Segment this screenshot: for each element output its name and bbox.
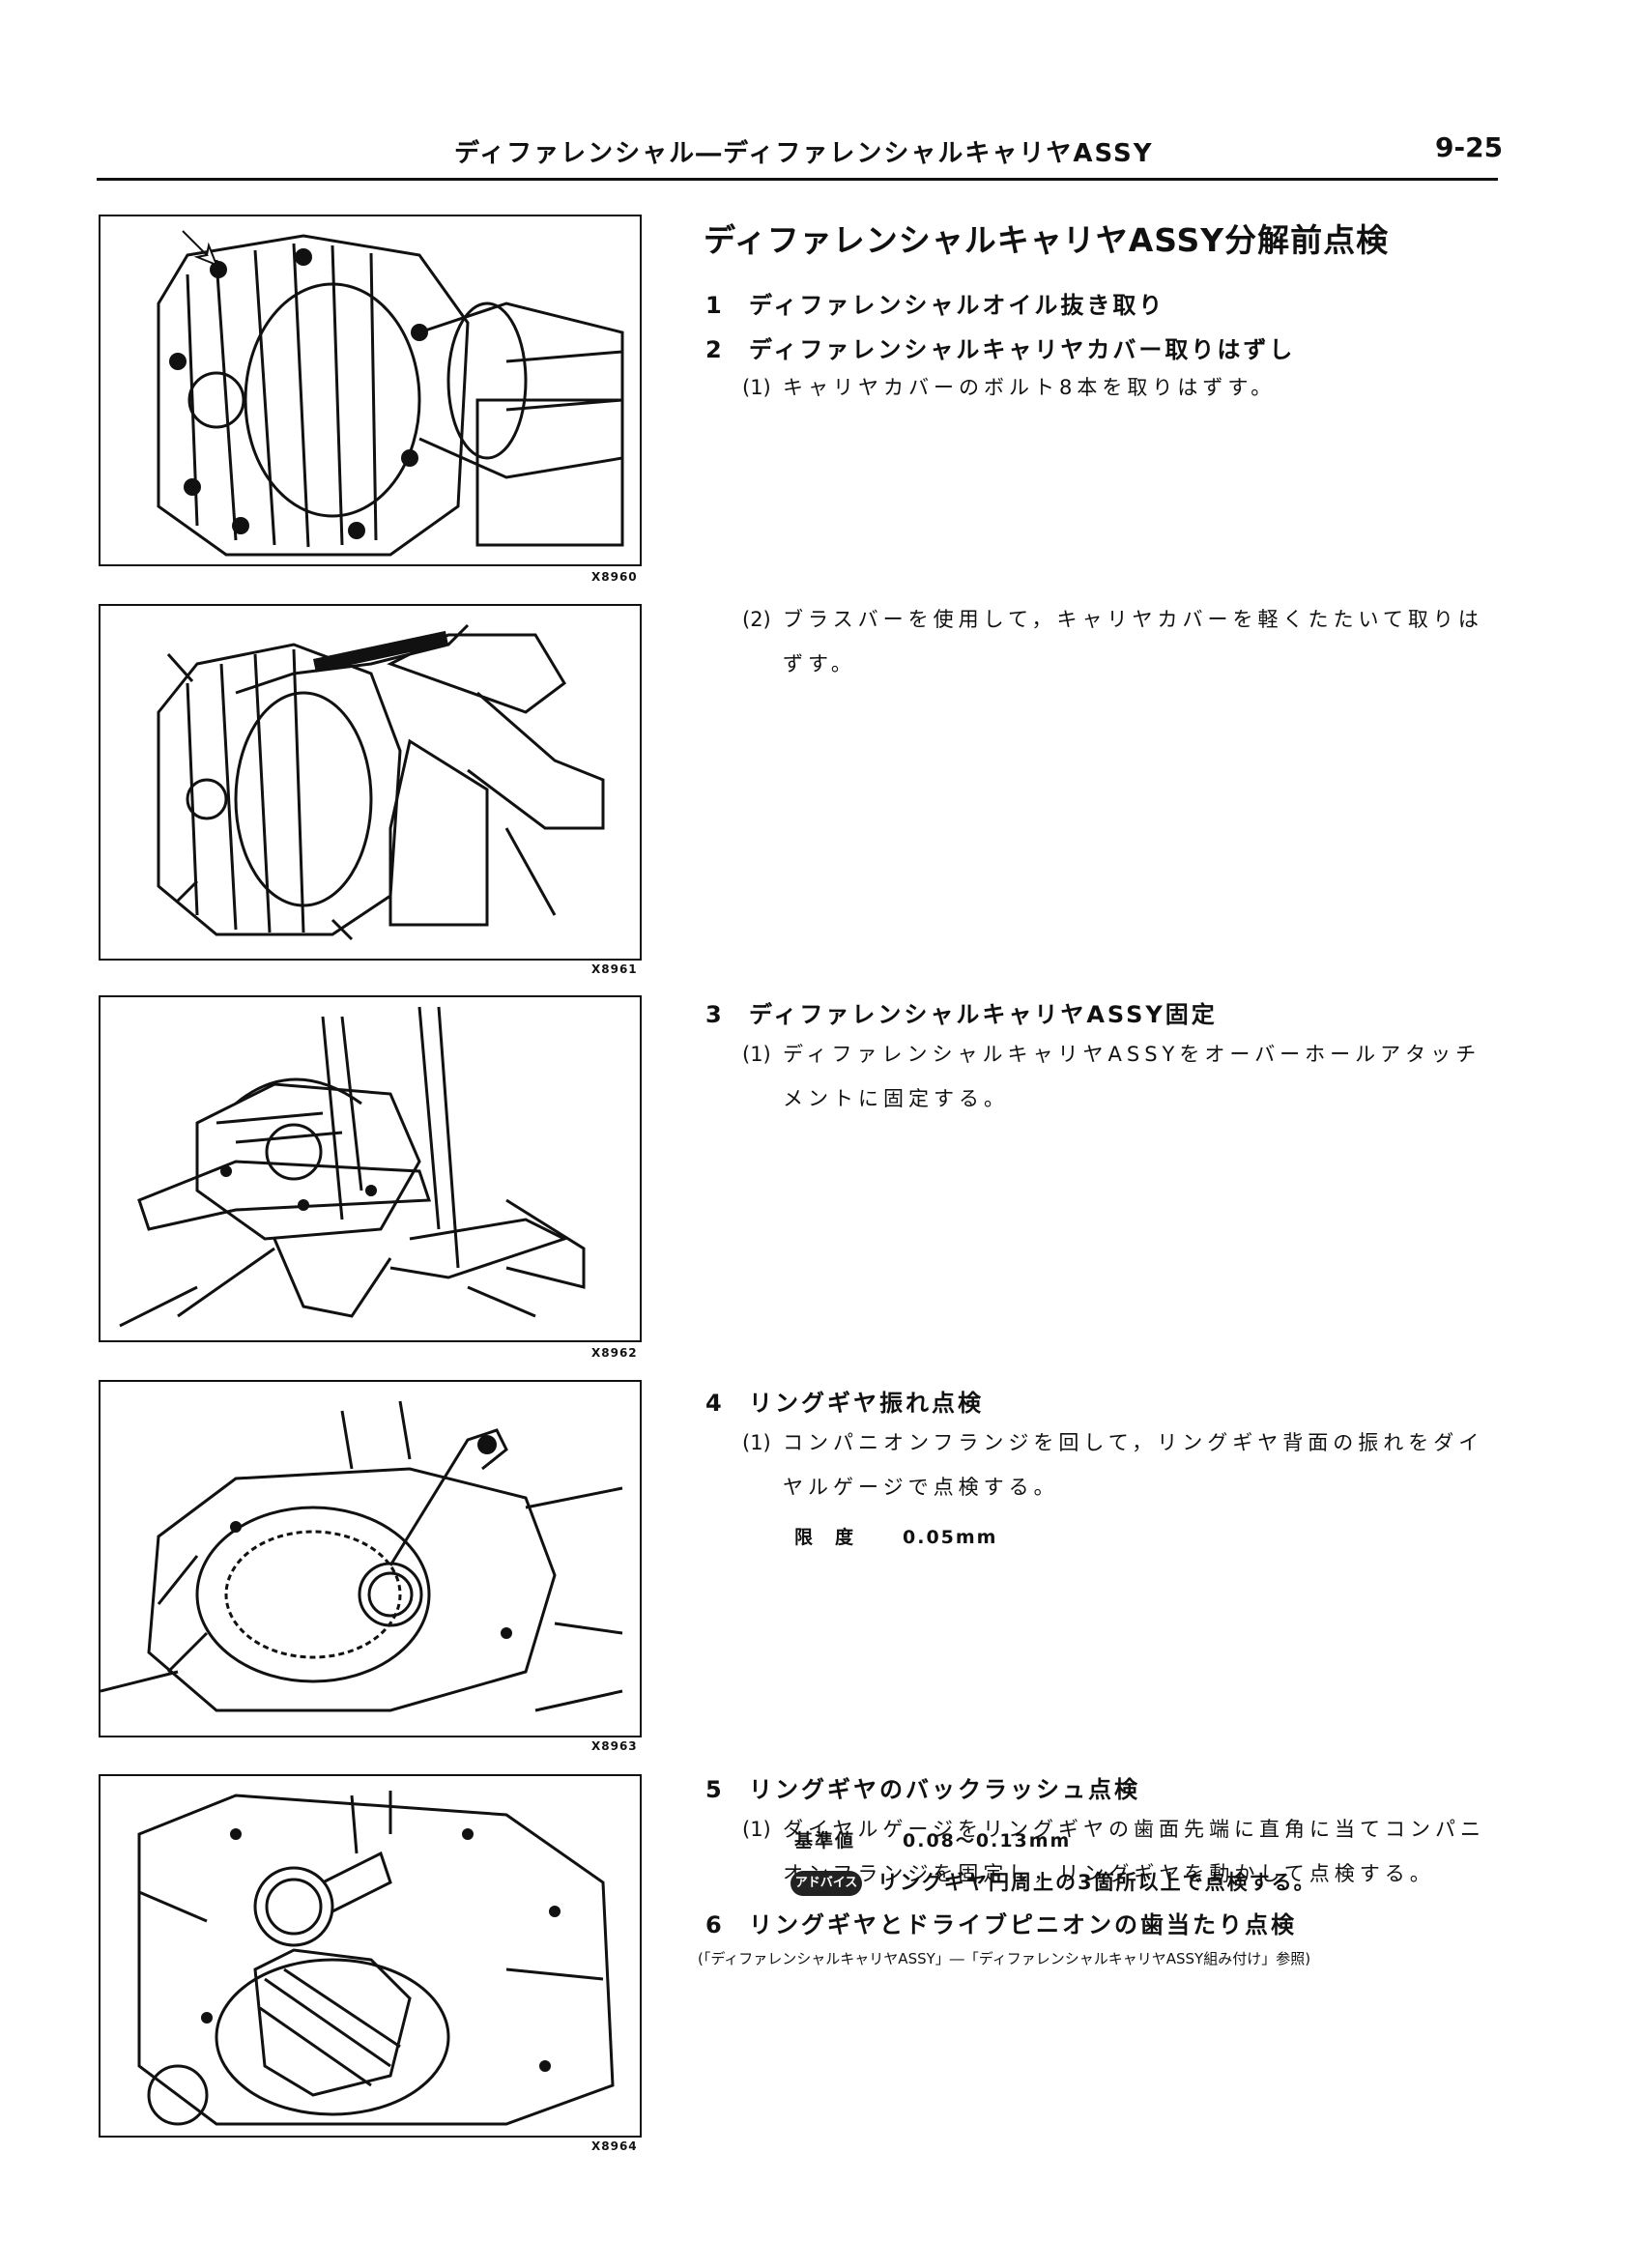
step-title: ディファレンシャルオイル抜き取り xyxy=(749,292,1165,319)
sub-text: ディファレンシャルキャリヤASSYをオーバーホールアタッチ xyxy=(783,1043,1481,1066)
sub-text: コンパニオンフランジを回して，リングギヤ背面の振れをダイ xyxy=(783,1431,1484,1454)
sub-text: オンフランジを固定し，リングギヤを動かして点検する。 xyxy=(783,1862,1435,1885)
figure-3 xyxy=(99,995,642,1342)
step-number: 5 xyxy=(705,1776,725,1803)
step-4-sub-1: (1) コンパニオンフランジを回して，リングギヤ背面の振れをダイ ヤルゲージで点検… xyxy=(742,1421,1483,1509)
figure-code: X8961 xyxy=(591,962,638,976)
step-5-sub-1: (1) ダイヤルゲージをリングギヤの歯面先端に直角に当てコンパニ オンフランジを固… xyxy=(742,1807,1485,1896)
sub-number: (1) xyxy=(742,1818,771,1841)
figure-code: X8964 xyxy=(591,2139,638,2153)
sub-text: キャリヤカバーのボルト8本を取りはずす。 xyxy=(783,376,1277,399)
step-6: 6 リングギヤとドライブピニオンの歯当たり点検 xyxy=(705,1906,1297,1939)
advice-badge-icon: アドバイス xyxy=(791,1871,862,1896)
figure-5 xyxy=(99,1774,642,2138)
step-4-spec: 限 度 0.05mm xyxy=(794,1523,997,1549)
step-2-sub-1: (1) キャリヤカバーのボルト8本を取りはずす。 xyxy=(742,365,1276,410)
step-5-spec: 基準値 0.08～0.13mm xyxy=(794,1826,1071,1852)
spec-label: 限 度 xyxy=(794,1527,856,1548)
figure-code: X8962 xyxy=(591,1346,638,1360)
ring-gear-backlash-dial-gauge-icon xyxy=(137,1791,615,2126)
sub-text: ずす。 xyxy=(783,652,856,675)
overhaul-attachment-mounting-icon xyxy=(119,1006,586,1328)
step-2-sub-2: (2) ブラスバーを使用して，キャリヤカバーを軽くたたいて取りは ずす。 xyxy=(742,597,1483,686)
hint-text: リングギヤ円周上の3箇所以上で点検する。 xyxy=(877,1871,1316,1894)
sub-number: (2) xyxy=(742,608,771,631)
step-1: 1 ディファレンシャルオイル抜き取り xyxy=(705,286,1165,320)
step-number: 6 xyxy=(705,1911,725,1938)
figure-1 xyxy=(99,215,642,566)
sub-text: メントに固定する。 xyxy=(783,1087,1009,1110)
step-6-reference: (「ディファレンシャルキャリヤASSY」―「ディファレンシャルキャリヤASSY組… xyxy=(698,1950,1311,1967)
step-2: 2 ディファレンシャルキャリヤカバー取りはずし xyxy=(705,330,1295,364)
step-number: 3 xyxy=(705,1001,725,1028)
differential-carrier-cover-bolts-icon xyxy=(157,230,624,557)
sub-number: (1) xyxy=(742,1043,771,1066)
header-rule xyxy=(97,178,1498,181)
sub-text: ブラスバーを使用して，キャリヤカバーを軽くたたいて取りは xyxy=(783,608,1483,631)
step-number: 4 xyxy=(705,1390,725,1417)
step-number: 1 xyxy=(705,292,725,319)
page-number: 9-25 xyxy=(1435,131,1504,163)
step-title: リングギヤ振れ点検 xyxy=(749,1390,984,1417)
step-title: ディファレンシャルキャリヤカバー取りはずし xyxy=(749,336,1296,363)
sub-number: (1) xyxy=(742,1431,771,1454)
step-number: 2 xyxy=(705,336,725,363)
spec-value: 0.08～0.13mm xyxy=(903,1830,1072,1852)
sub-text: ヤルゲージで点検する。 xyxy=(783,1476,1059,1499)
step-4: 4 リングギヤ振れ点検 xyxy=(705,1384,984,1418)
step-3-sub-1: (1) ディファレンシャルキャリヤASSYをオーバーホールアタッチ メントに固定す… xyxy=(742,1032,1481,1121)
step-title: リングギヤとドライブピニオンの歯当たり点検 xyxy=(749,1911,1297,1938)
figure-code: X8963 xyxy=(591,1739,638,1753)
section-title: ディファレンシャルキャリヤASSY分解前点検 xyxy=(704,221,1390,259)
ring-gear-runout-dial-gauge-icon xyxy=(101,1400,623,1712)
step-3: 3 ディファレンシャルキャリヤASSY固定 xyxy=(705,995,1218,1029)
header-title: ディファレンシャル―ディファレンシャルキャリヤASSY xyxy=(454,139,1154,168)
step-title: ディファレンシャルキャリヤASSY固定 xyxy=(749,1001,1218,1028)
step-title: リングギヤのバックラッシュ点検 xyxy=(749,1776,1140,1803)
figure-code: X8960 xyxy=(591,570,638,584)
sub-number: (1) xyxy=(742,376,771,399)
figure-2 xyxy=(99,604,642,961)
sub-text: ダイヤルゲージをリングギヤの歯面先端に直角に当てコンパニ xyxy=(783,1818,1485,1841)
figure-4 xyxy=(99,1380,642,1737)
step-5-hint: アドバイスリングギヤ円周上の3箇所以上で点検する。 xyxy=(791,1867,1316,1896)
spec-label: 基準値 xyxy=(794,1830,856,1852)
step-5: 5 リングギヤのバックラッシュ点検 xyxy=(705,1770,1140,1804)
brass-bar-cover-removal-icon xyxy=(157,623,605,941)
spec-value: 0.05mm xyxy=(903,1527,998,1548)
